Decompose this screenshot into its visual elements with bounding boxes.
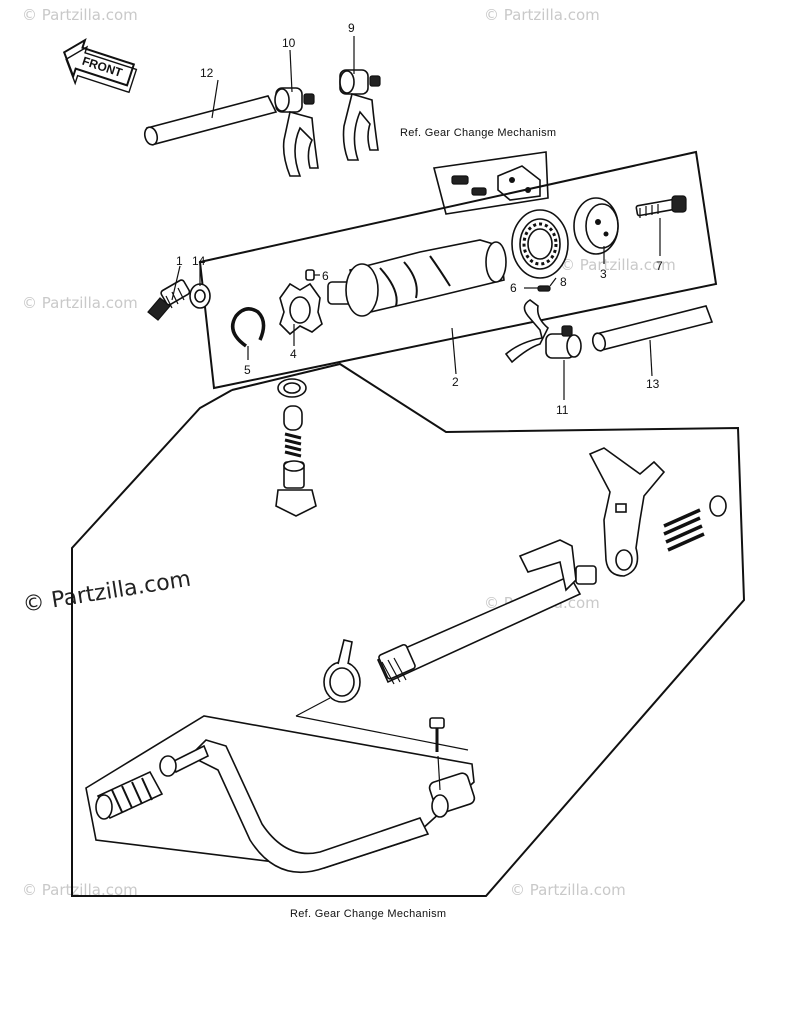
leader-lines (171, 36, 661, 791)
callout-11: 11 (556, 403, 569, 417)
detent-assembly (275, 378, 317, 517)
gear-change-pedal (159, 739, 476, 873)
shift-rod-13 (591, 305, 714, 352)
callout-2: 2 (452, 375, 459, 389)
shift-fork-11 (504, 299, 582, 364)
washer-14 (189, 283, 211, 309)
pedal-rubber (95, 770, 164, 820)
shift-drum-frame (198, 150, 718, 390)
callout-7: 7 (656, 259, 663, 273)
callout-1: 1 (176, 254, 183, 268)
callout-9: 9 (348, 21, 355, 35)
shift-fork-9 (339, 69, 381, 161)
gear-change-shaft (376, 539, 597, 685)
bolt-7 (635, 195, 687, 218)
shift-drum-2 (327, 239, 507, 317)
lower-assembly-frame (71, 362, 746, 897)
watermark-text: © Partzilla.com (560, 256, 676, 274)
bearing (511, 209, 569, 279)
callout-3: 3 (600, 267, 607, 281)
watermark-text: © Partzilla.com (22, 6, 138, 24)
callout-4: 4 (290, 347, 297, 361)
callout-13: 13 (646, 377, 660, 391)
callout-labels: 12 10 9 1 14 6 3 7 6 8 4 5 2 13 11 (176, 21, 663, 417)
watermark-text: © Partzilla.com (510, 881, 626, 899)
watermark-text: © Partzilla.com (22, 294, 138, 312)
reference-text-bottom: Ref. Gear Change Mechanism (290, 908, 446, 920)
watermark-text: © Partzilla.com (484, 6, 600, 24)
pin-6-top (305, 269, 315, 281)
selector-plate (588, 447, 666, 577)
torsion-spring (323, 639, 361, 703)
pin-6-8 (537, 285, 551, 292)
callout-6-lower: 6 (510, 281, 517, 295)
front-arrow-badge: FRONT (62, 37, 138, 94)
watermark-text: © Partzilla.com (22, 881, 138, 899)
shift-rod-12 (143, 95, 278, 146)
circlip-5 (230, 307, 266, 348)
shift-fork-10 (274, 87, 319, 177)
reference-plate-box (432, 151, 549, 215)
reference-text-top: Ref. Gear Change Mechanism (400, 127, 556, 139)
callout-8: 8 (560, 275, 567, 289)
callout-12: 12 (200, 66, 214, 80)
callout-14: 14 (192, 254, 206, 268)
retainer-plate-4 (279, 282, 323, 336)
callout-10: 10 (282, 36, 296, 50)
neutral-switch-1 (147, 279, 191, 321)
callout-5: 5 (244, 363, 251, 377)
callout-6-top: 6 (322, 269, 329, 283)
watermark-text-large: © Partzilla.com (21, 567, 193, 618)
pedal-bolt (429, 717, 445, 752)
shift-cam-3 (573, 197, 619, 255)
spring-set-right (663, 495, 727, 552)
